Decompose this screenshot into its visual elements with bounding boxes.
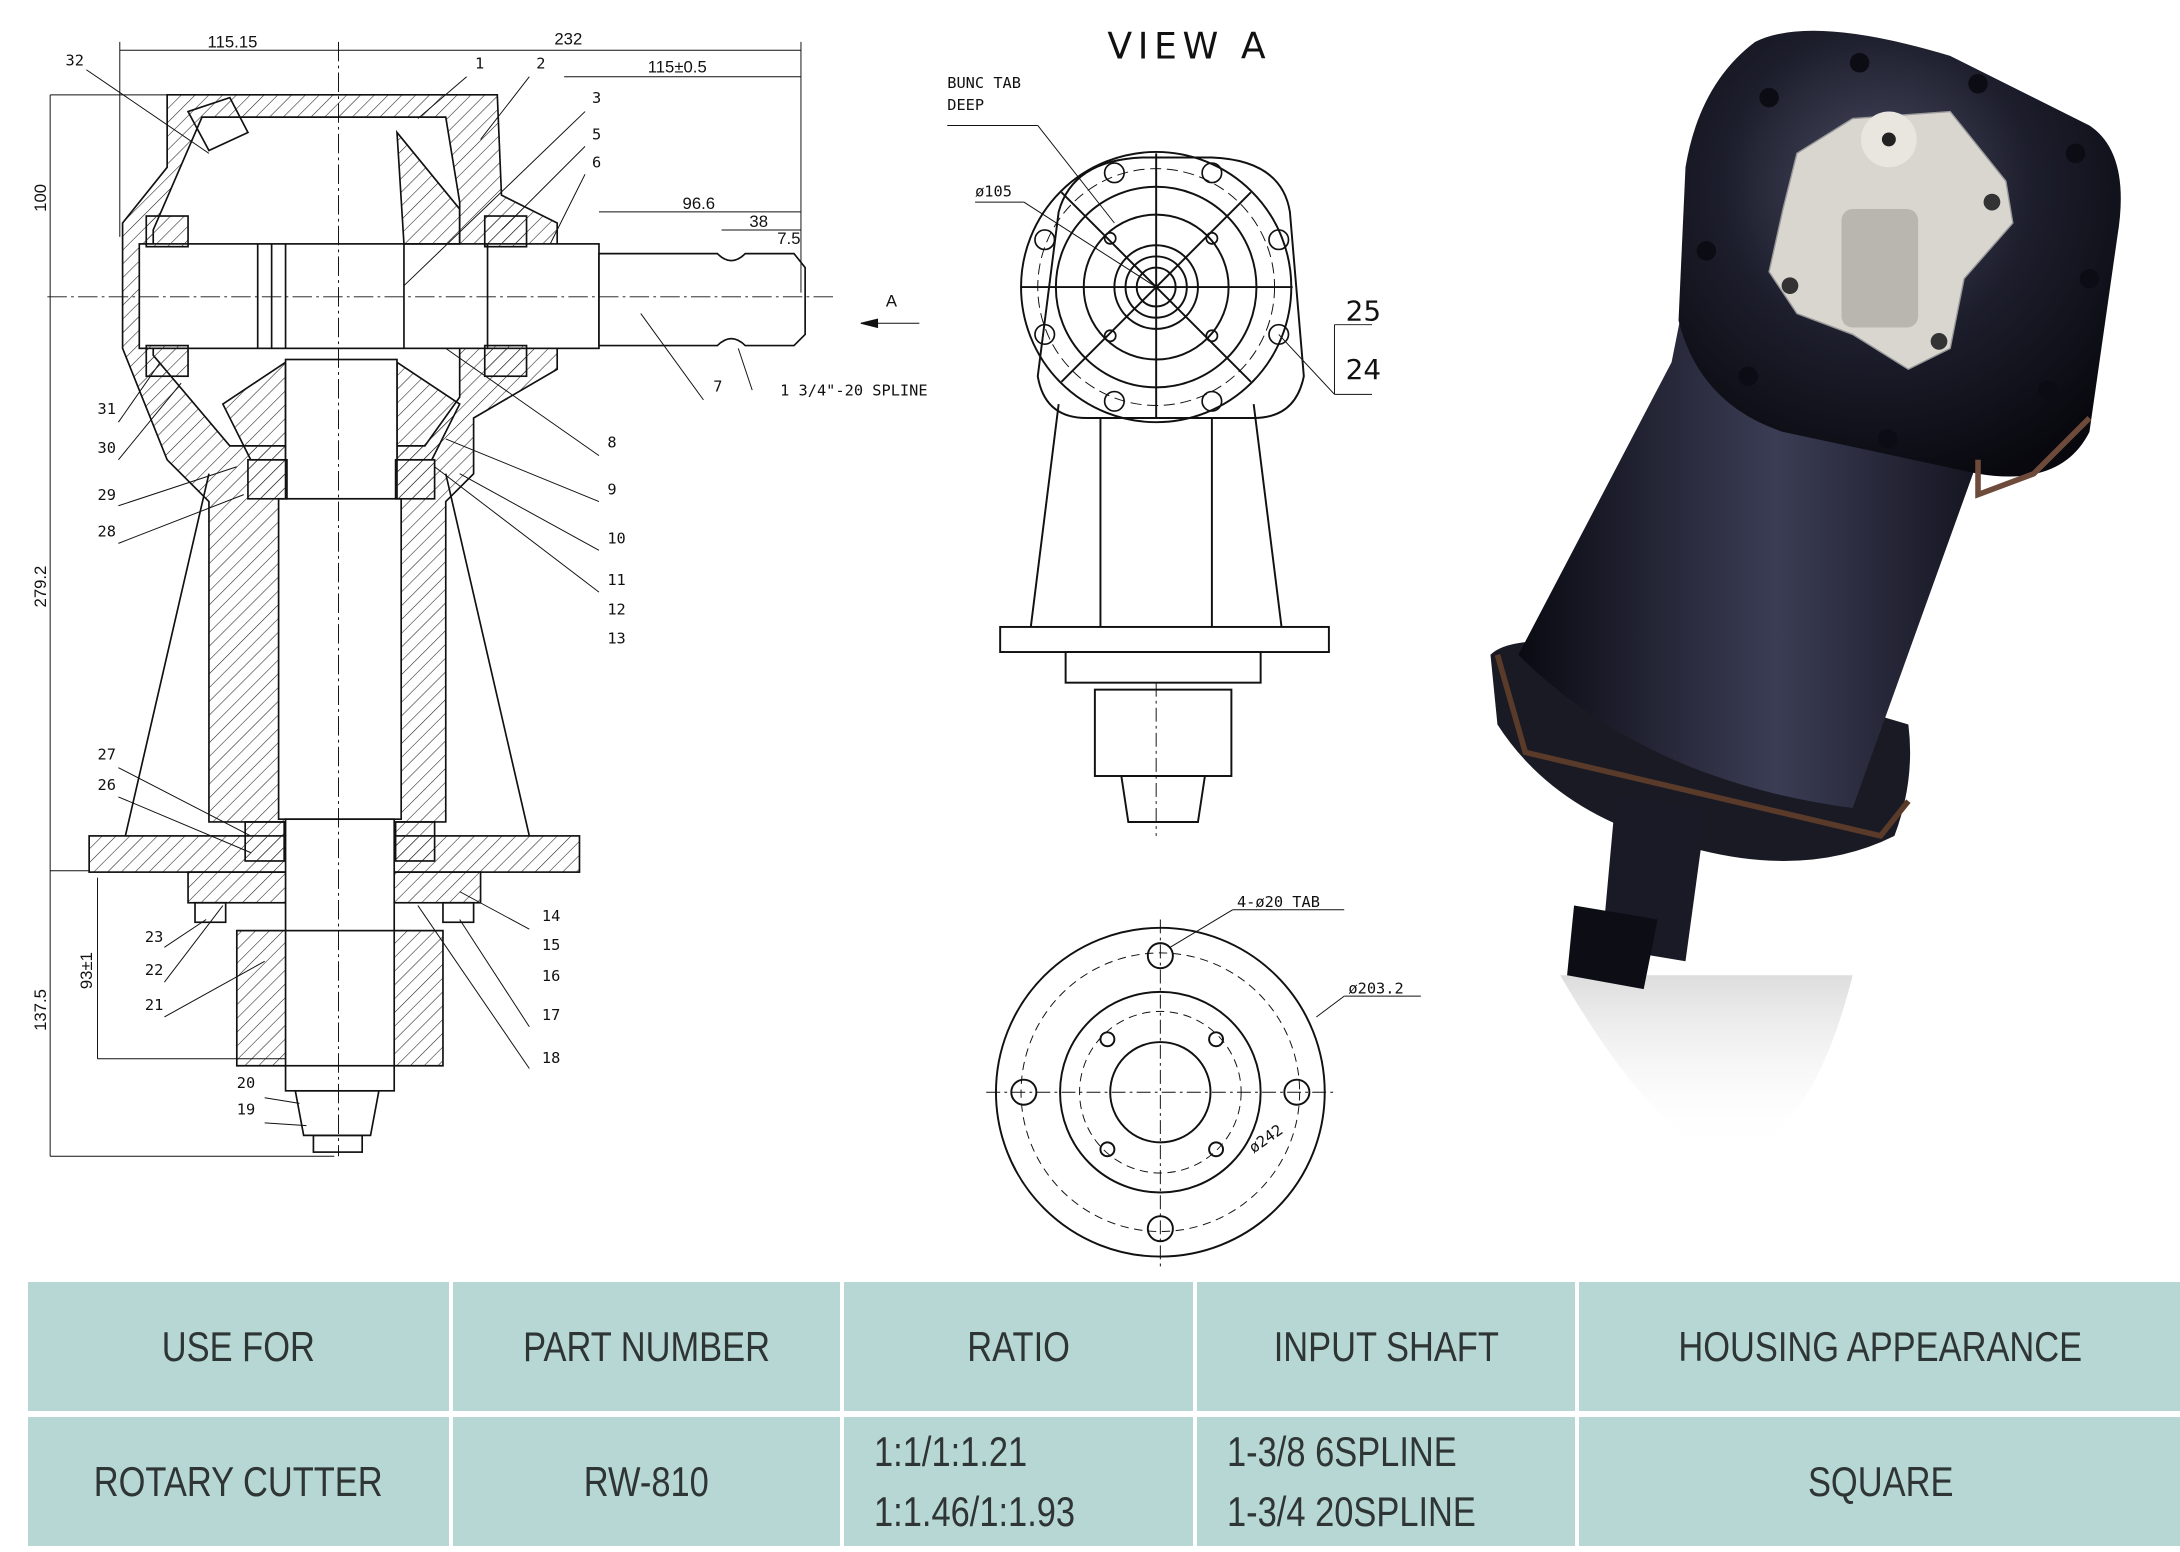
ratio-value-1: 1:1/1:1.21 [874, 1427, 1028, 1475]
header-housing-appearance-text: HOUSING APPEARANCE [1678, 1322, 2083, 1370]
part-label-7: 7 [713, 378, 722, 396]
part-label-3: 3 [592, 89, 601, 107]
cell-input-shaft: 1-3/8 6SPLINE 1-3/4 20SPLINE [1197, 1417, 1575, 1546]
part-label-18: 18 [542, 1049, 560, 1067]
part-label-6: 6 [592, 153, 601, 171]
dim-38: 38 [749, 212, 768, 231]
view-a-label-24: 24 [1346, 353, 1381, 386]
part-label-9: 9 [607, 481, 616, 499]
header-housing-appearance: HOUSING APPEARANCE [1579, 1282, 2180, 1411]
part-label-5: 5 [592, 125, 601, 143]
view-arrow-label: A [886, 292, 898, 311]
view-a [947, 124, 1373, 836]
part-number-value: RW-810 [583, 1457, 710, 1505]
part-label-30: 30 [98, 439, 116, 457]
bottom-dia-242: ø242 [1246, 1121, 1287, 1157]
part-label-26: 26 [98, 776, 116, 794]
cell-part-number: RW-810 [453, 1417, 840, 1546]
part-label-16: 16 [542, 967, 560, 985]
dim-115-15: 115.15 [208, 32, 258, 51]
part-label-28: 28 [98, 522, 116, 540]
view-a-title: VIEW A [1107, 25, 1271, 68]
part-label-14: 14 [542, 907, 560, 925]
dim-232: 232 [554, 30, 582, 49]
use-for-value: ROTARY CUTTER [94, 1457, 383, 1505]
bottom-dia-203: ø203.2 [1348, 979, 1403, 997]
dim-137-5: 137.5 [31, 989, 50, 1031]
header-input-shaft-text: INPUT SHAFT [1273, 1322, 1499, 1370]
header-use-for-text: USE FOR [161, 1322, 316, 1370]
part-label-32: 32 [65, 52, 83, 70]
part-label-22: 22 [145, 961, 163, 979]
header-use-for: USE FOR [28, 1282, 449, 1411]
header-part-number-text: PART NUMBER [523, 1322, 770, 1370]
gearbox-photo [1490, 30, 2121, 1157]
dim-279-2: 279.2 [31, 566, 50, 608]
cell-use-for: ROTARY CUTTER [28, 1417, 449, 1546]
housing-appearance-value: SQUARE [1807, 1457, 1954, 1505]
part-label-29: 29 [98, 486, 116, 504]
part-label-15: 15 [542, 936, 560, 954]
input-shaft-value-2: 1-3/4 20SPLINE [1227, 1487, 1476, 1535]
part-label-12: 12 [607, 600, 625, 618]
bottom-tab-note: 4-ø20 TAB [1237, 893, 1320, 911]
header-part-number: PART NUMBER [453, 1282, 840, 1411]
dimensions: 115.15 232 115±0.5 96.6 38 7.5 100 279.2… [31, 30, 928, 1031]
dim-115-tol: 115±0.5 [648, 58, 707, 77]
input-shaft-value-1: 1-3/8 6SPLINE [1227, 1427, 1457, 1475]
cell-housing-appearance: SQUARE [1579, 1417, 2180, 1546]
ratio-value-2: 1:1.46/1:1.93 [874, 1487, 1076, 1535]
view-a-dia-105: ø105 [975, 183, 1012, 201]
part-label-13: 13 [607, 630, 625, 648]
part-labels: 32 1 2 3 5 6 7 8 9 10 11 12 13 14 15 16 … [65, 52, 722, 1119]
part-label-2: 2 [536, 54, 545, 72]
part-label-23: 23 [145, 928, 163, 946]
part-label-27: 27 [98, 745, 116, 763]
bottom-view [986, 909, 1421, 1268]
cell-ratio: 1:1/1:1.21 1:1.46/1:1.93 [844, 1417, 1193, 1546]
part-label-31: 31 [98, 400, 116, 418]
part-label-20: 20 [237, 1074, 255, 1092]
header-ratio-text: RATIO [967, 1322, 1070, 1370]
part-label-10: 10 [607, 529, 625, 547]
view-a-note-line1: BUNC TAB [947, 74, 1021, 92]
part-label-21: 21 [145, 996, 163, 1014]
section-view [47, 41, 920, 1157]
part-label-17: 17 [542, 1006, 560, 1024]
spline-note: 1 3/4"-20 SPLINE [780, 382, 928, 400]
dim-100: 100 [31, 184, 50, 212]
spec-table: USE FOR PART NUMBER RATIO INPUT SHAFT HO… [28, 1282, 2180, 1546]
dim-96-6: 96.6 [683, 194, 716, 213]
header-input-shaft: INPUT SHAFT [1197, 1282, 1575, 1411]
header-ratio: RATIO [844, 1282, 1193, 1411]
part-label-1: 1 [475, 54, 484, 72]
dim-7-5: 7.5 [777, 229, 800, 248]
view-a-note-line2: DEEP [947, 96, 984, 114]
part-label-19: 19 [237, 1100, 255, 1118]
view-a-label-25: 25 [1346, 294, 1381, 327]
part-label-8: 8 [607, 433, 616, 451]
part-label-11: 11 [607, 571, 625, 589]
dim-93-tol: 93±1 [77, 952, 96, 989]
